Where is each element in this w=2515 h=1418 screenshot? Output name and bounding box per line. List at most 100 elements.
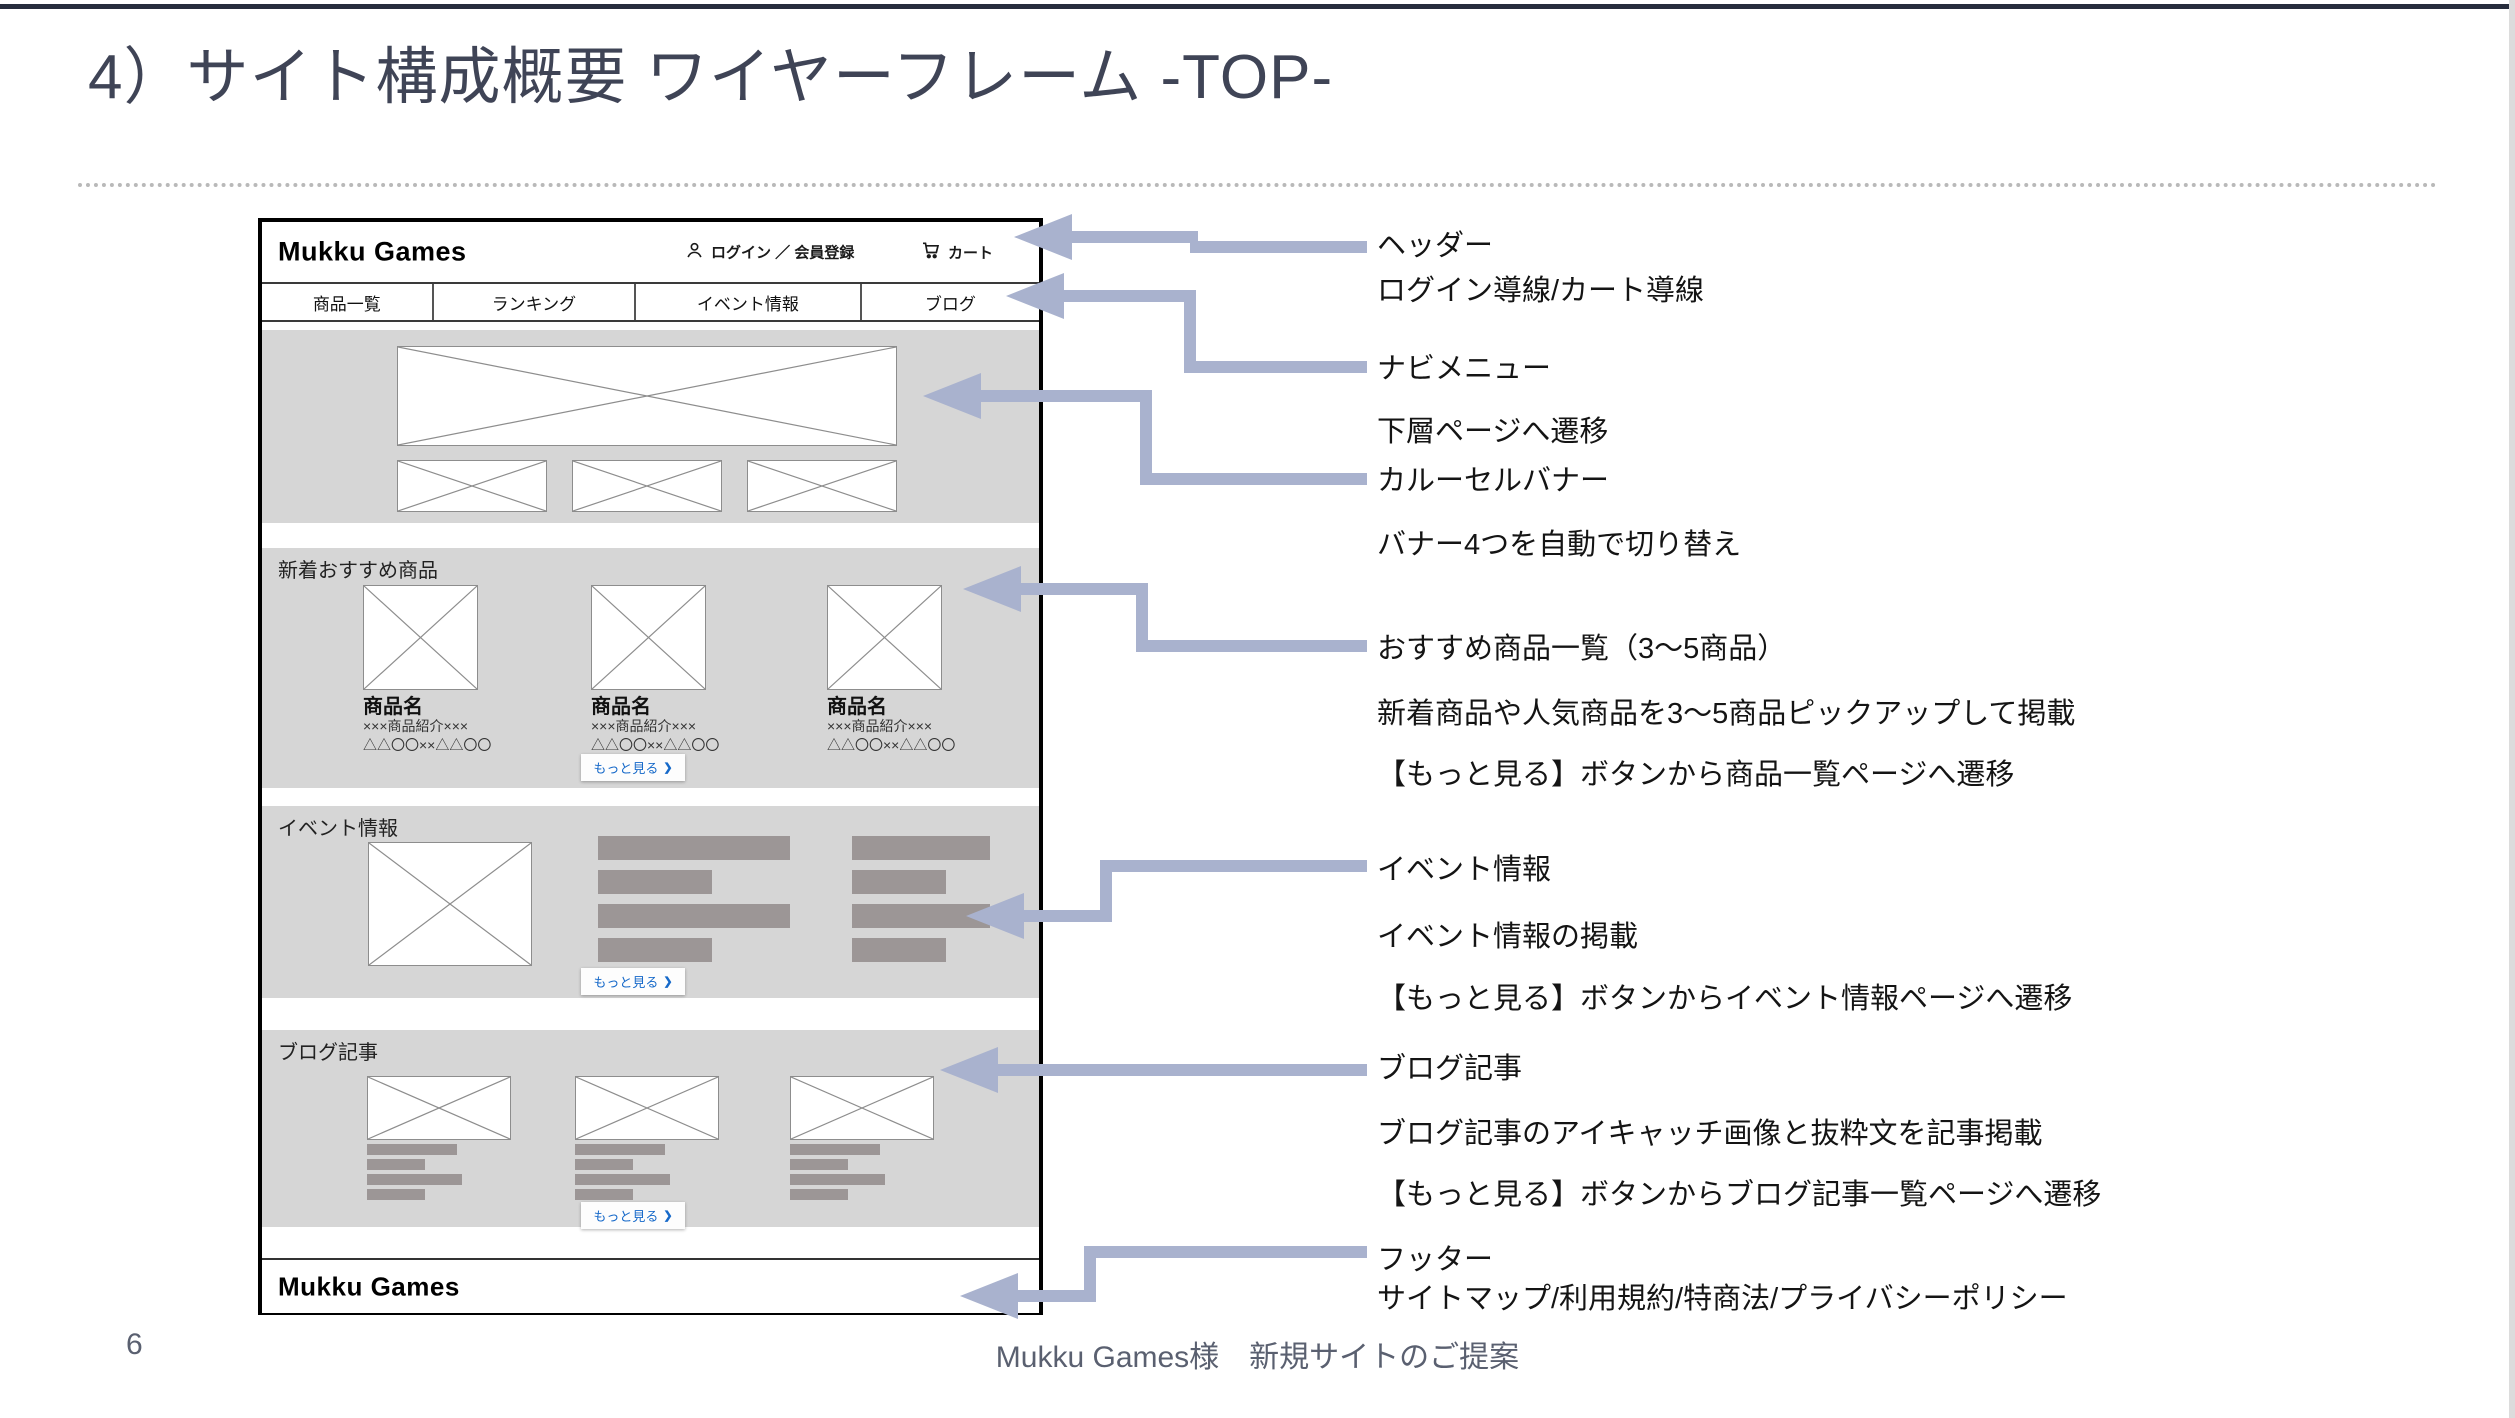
annotation-nav-title: ナビメニュー [1377,353,1552,385]
arrow-line-footer [1014,1290,1096,1302]
chevron-right-icon: ❯ [663,1210,673,1222]
arrow-line-nav [1060,290,1196,302]
blog-image-placeholder[interactable] [575,1076,719,1140]
login-label: ログイン ／ 会員登録 [711,244,855,262]
nav-item-blog[interactable]: ブログ [859,284,1039,320]
event-image-placeholder[interactable] [368,842,532,966]
annotation-footer-desc: サイトマップ/利用規約/特商法/プライバシーポリシー [1377,1283,2068,1315]
nav-item-products[interactable]: 商品一覧 [312,294,381,314]
arrow-line-products [1136,583,1148,652]
annotation-events-desc1: イベント情報の掲載 [1377,921,1639,953]
blog-text-bar [367,1144,457,1155]
nav-item-ranking[interactable]: ランキング [431,284,634,320]
slide-footer-text: Mukku Games様 新規サイトのご提案 [995,1341,1520,1374]
event-text-bar [852,938,946,962]
arrow-line-footer [1084,1246,1096,1302]
annotation-products-title: おすすめ商品一覧（3〜5商品） [1377,633,1787,665]
arrow-head-footer [960,1273,1018,1319]
event-text-bar [598,836,790,860]
product-desc-line: △△〇〇××△△〇〇 [591,737,720,753]
footer-logo: Mukku Games [278,1271,460,1301]
blog-text-bar [367,1159,425,1170]
wireframe-header: Mukku Games ログイン ／ 会員登録 カート [262,222,1039,284]
event-text-bar [598,904,790,928]
arrow-head-products [963,566,1021,612]
more-button-products[interactable]: もっと見る ❯ [581,754,685,781]
annotation-footer-title: フッター [1377,1244,1494,1276]
annotation-carousel-desc: バナー4つを自動で切り替え [1377,529,1742,561]
blog-text-bar [367,1174,462,1185]
products-section-label: 新着おすすめ商品 [278,560,438,582]
chevron-right-icon: ❯ [663,976,673,988]
annotation-products-desc2: 【もっと見る】ボタンから商品一覧ページへ遷移 [1377,759,2015,791]
event-text-bar [598,870,712,894]
carousel-thumb-placeholder[interactable] [747,460,897,512]
blog-image-placeholder[interactable] [790,1076,934,1140]
arrow-line-carousel [1140,390,1152,485]
product-image-placeholder[interactable] [363,585,478,690]
blog-image-placeholder[interactable] [367,1076,511,1140]
arrow-line-nav [1184,290,1196,373]
arrow-line-blog [994,1064,1367,1076]
arrow-line-events [1100,860,1112,922]
blog-text-bar [790,1189,848,1200]
user-icon [685,241,704,264]
annotation-products-desc1: 新着商品や人気商品を3〜5商品ピックアップして掲載 [1377,698,2076,730]
arrow-line-events [1100,860,1367,872]
annotation-events-desc2: 【もっと見る】ボタンからイベント情報ページへ遷移 [1377,983,2073,1015]
product-name: 商品名 [363,696,423,718]
more-button-label: もっと見る [593,1209,659,1224]
arrow-line-header [1190,241,1367,253]
annotation-blog-desc1: ブログ記事のアイキャッチ画像と抜粋文を記事掲載 [1377,1118,2043,1150]
product-name: 商品名 [827,696,887,718]
carousel-thumb-placeholder[interactable] [572,460,722,512]
arrow-line-footer [1084,1246,1367,1258]
cart-label: カート [948,244,994,262]
arrow-line-carousel [1140,473,1367,485]
annotation-carousel-title: カルーセルバナー [1377,465,1610,497]
arrow-line-header [1068,231,1198,243]
slide-top-accent-bar [0,4,2515,9]
page-title: 4）サイト構成概要 ワイヤーフレーム -TOP- [88,43,1334,112]
blog-text-bar [575,1159,633,1170]
wireframe-nav: 商品一覧 ランキング イベント情報 ブログ [262,284,1039,322]
product-image-placeholder[interactable] [827,585,942,690]
cart-link[interactable]: カート [920,240,993,264]
annotation-events-title: イベント情報 [1377,854,1552,886]
more-button-blog[interactable]: もっと見る ❯ [581,1202,685,1229]
blog-text-bar [575,1144,665,1155]
wireframe-mockup: Mukku Games ログイン ／ 会員登録 カート [258,218,1043,1315]
arrow-line-carousel [977,390,1152,402]
annotation-blog-desc2: 【もっと見る】ボタンからブログ記事一覧ページへ遷移 [1377,1179,2102,1211]
event-text-bar [598,938,712,962]
events-section-label: イベント情報 [278,818,398,840]
blog-section-label: ブログ記事 [278,1042,378,1064]
arrow-line-events [1020,910,1112,922]
more-button-events[interactable]: もっと見る ❯ [581,968,685,995]
arrow-line-products [1136,640,1367,652]
nav-item-events[interactable]: イベント情報 [634,284,860,320]
blog-text-bar [367,1189,425,1200]
carousel-section [262,330,1039,523]
annotation-blog-title: ブログ記事 [1377,1053,1523,1085]
arrow-line-nav [1184,361,1367,373]
page-number: 6 [126,1328,143,1361]
product-image-placeholder[interactable] [591,585,706,690]
carousel-thumb-placeholder[interactable] [397,460,547,512]
event-text-bar [852,870,946,894]
wireframe-footer: Mukku Games [262,1258,1039,1313]
carousel-main-banner-placeholder[interactable] [397,346,897,446]
product-desc-line: △△〇〇××△△〇〇 [363,737,492,753]
arrow-head-events [966,893,1024,939]
cart-icon [920,240,941,264]
product-desc-line: ×××商品紹介××× [363,718,469,734]
product-name: 商品名 [591,696,651,718]
product-desc-line: ×××商品紹介××× [591,718,697,734]
annotation-nav-desc: 下層ページへ遷移 [1377,416,1609,448]
title-divider-dotted [78,183,2438,187]
window-right-edge [2509,0,2515,1418]
product-desc-line: △△〇〇××△△〇〇 [827,737,956,753]
login-link[interactable]: ログイン ／ 会員登録 [685,241,854,264]
events-section: イベント情報 もっと見る ❯ [262,806,1039,998]
